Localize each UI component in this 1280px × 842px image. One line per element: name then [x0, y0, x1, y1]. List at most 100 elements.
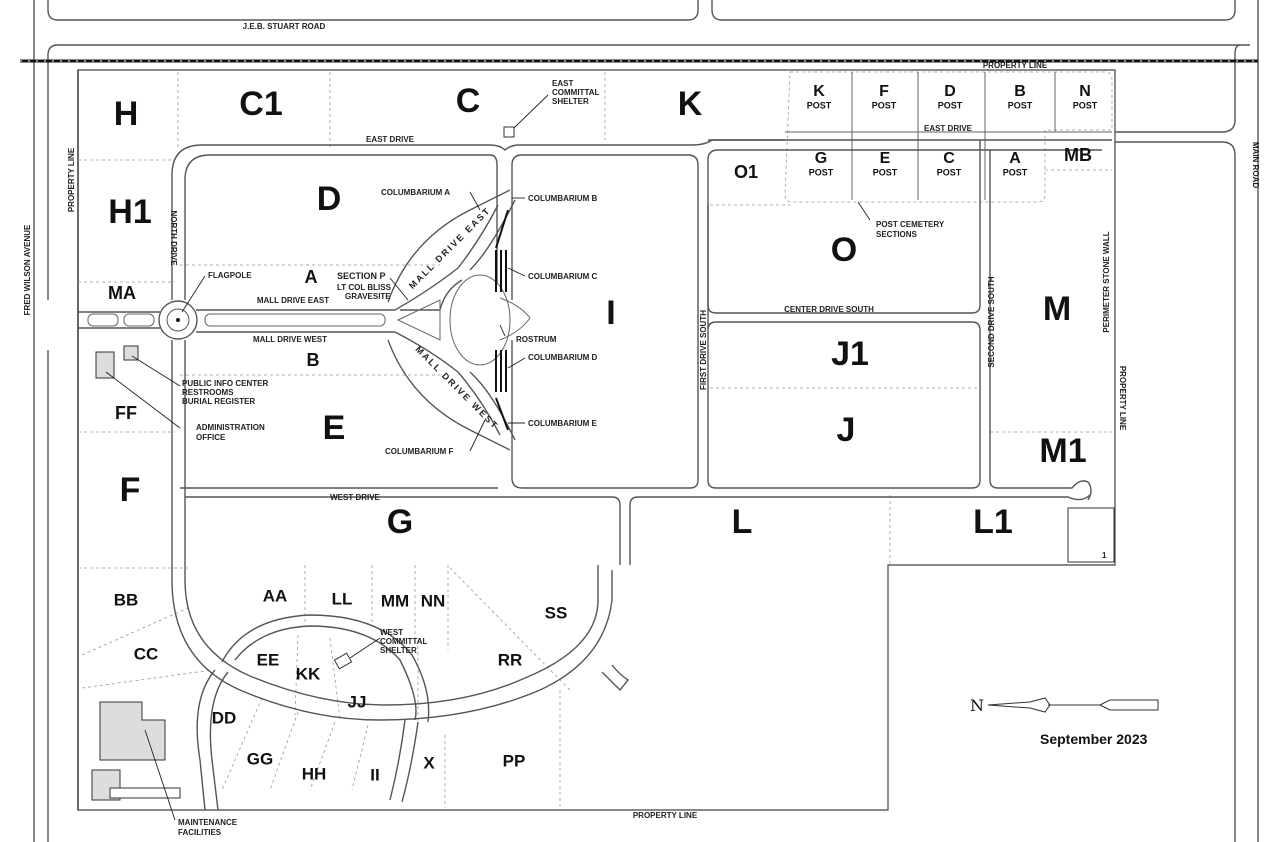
section-EE: EE — [257, 650, 280, 669]
section-C: C — [456, 82, 481, 120]
svg-text:POST: POST — [807, 100, 832, 110]
property-line-top: PROPERTY LINE — [983, 61, 1048, 70]
post-E: E — [880, 150, 891, 167]
section-PP: PP — [503, 751, 526, 770]
section-JJ: JJ — [348, 692, 367, 711]
section-E: E — [323, 409, 346, 447]
post-G: G — [815, 150, 827, 167]
second-drive-south-label: SECOND DRIVE SOUTH — [987, 276, 996, 367]
svg-text:SHELTER: SHELTER — [380, 646, 417, 655]
section-J1: J1 — [831, 335, 869, 373]
post-F: F — [879, 83, 889, 100]
section-B: B — [307, 350, 320, 370]
fred-wilson-label: FRED WILSON AVENUE — [23, 224, 32, 315]
east-drive-label: EAST DRIVE — [366, 135, 415, 144]
svg-text:LT COL BLISS: LT COL BLISS — [337, 283, 392, 292]
section-dividers — [78, 72, 1112, 808]
rostrum-plaza — [449, 274, 511, 366]
post-K: K — [813, 83, 825, 100]
section-I: I — [606, 294, 615, 332]
section-H1: H1 — [108, 193, 151, 231]
public-info-label-1: PUBLIC INFO CENTER — [182, 379, 268, 388]
section-D: D — [317, 180, 342, 218]
section-p-label-1: SECTION P — [337, 271, 386, 281]
svg-text:POST: POST — [873, 167, 898, 177]
section-L: L — [732, 503, 753, 541]
first-drive-south-label: FIRST DRIVE SOUTH — [699, 310, 708, 390]
east-shelter-label-1: EAST — [552, 79, 573, 88]
svg-text:SHELTER: SHELTER — [552, 97, 589, 106]
columbarium-b-label: COLUMBARIUM B — [528, 194, 598, 203]
svg-text:OFFICE: OFFICE — [196, 433, 226, 442]
columbarium-d-label: COLUMBARIUM D — [528, 353, 598, 362]
section-F: F — [120, 471, 141, 509]
annotations: EAST COMMITTAL SHELTER COLUMBARIUM A COL… — [178, 79, 945, 837]
svg-text:FACILITIES: FACILITIES — [178, 828, 222, 837]
columbarium-f-label: COLUMBARIUM F — [385, 447, 454, 456]
svg-text:BURIAL REGISTER: BURIAL REGISTER — [182, 397, 255, 406]
post-N: N — [1079, 83, 1091, 100]
section-AA: AA — [263, 586, 288, 605]
section-M: M — [1043, 290, 1071, 328]
svg-text:POST: POST — [809, 167, 834, 177]
columbarium-e-label: COLUMBARIUM E — [528, 419, 598, 428]
maintenance-label-1: MAINTENANCE — [178, 818, 238, 827]
west-shelter-label-1: WEST — [380, 628, 403, 637]
section-SS: SS — [545, 603, 568, 622]
mall-drive-east-label: MALL DRIVE EAST — [257, 296, 329, 305]
center-drive-south-label: CENTER DRIVE SOUTH — [784, 305, 874, 314]
section-labels: H C1 C K H1 D A MA B E FF F I O1 O J1 J … — [108, 82, 1092, 785]
svg-text:POST: POST — [1073, 100, 1098, 110]
section-L1: L1 — [973, 503, 1013, 541]
section-DD: DD — [212, 708, 237, 727]
svg-text:GRAVESITE: GRAVESITE — [345, 292, 391, 301]
property-line-east: PROPERTY LINE — [1118, 366, 1127, 431]
section-G: G — [387, 503, 413, 541]
section-KK: KK — [296, 664, 321, 683]
jeb-stuart-road-edge — [47, 0, 699, 21]
section-A: A — [305, 267, 318, 287]
section-GG: GG — [247, 749, 273, 768]
west-shelter-building — [333, 652, 353, 670]
section-X: X — [423, 753, 435, 772]
admin-building — [95, 351, 115, 379]
post-A: A — [1009, 150, 1021, 167]
svg-text:RESTROOMS: RESTROOMS — [182, 388, 234, 397]
date-label: September 2023 — [1040, 731, 1148, 747]
svg-text:POST: POST — [1003, 167, 1028, 177]
label-leaders — [105, 94, 871, 821]
svg-text:SECTIONS: SECTIONS — [876, 230, 918, 239]
north-arrow-icon — [987, 697, 1051, 713]
svg-text:POST: POST — [872, 100, 897, 110]
admin-office-label-1: ADMINISTRATION — [196, 423, 265, 432]
main-road-north-edge — [1115, 44, 1241, 133]
columbarium-bars — [495, 209, 509, 431]
north-drive-label: NORTH DRIVE — [169, 210, 178, 266]
section-H: H — [114, 95, 139, 133]
post-D: D — [944, 83, 956, 100]
section-FF: FF — [115, 403, 137, 423]
section-RR: RR — [498, 650, 523, 669]
section-K: K — [678, 85, 703, 123]
east-drive-label-post: EAST DRIVE — [924, 124, 973, 133]
fred-wilson-edge-inner-north — [47, 44, 59, 300]
post-cemetery-label-1: POST CEMETERY — [876, 220, 945, 229]
section-MM: MM — [381, 591, 409, 610]
post-dividers — [785, 72, 1112, 200]
section-MA: MA — [108, 283, 136, 303]
section-C1: C1 — [239, 85, 282, 123]
perimeter-wall-label: PERIMETER STONE WALL — [1102, 231, 1111, 332]
west-drive-label: WEST DRIVE — [330, 493, 380, 502]
post-C: C — [943, 150, 955, 167]
columbarium-a-label: COLUMBARIUM A — [381, 188, 450, 197]
svg-text:COMMITTAL: COMMITTAL — [380, 637, 428, 646]
section-CC: CC — [134, 644, 159, 663]
section-II: II — [370, 765, 379, 784]
section-M1: M1 — [1039, 432, 1086, 470]
mall-drive-west-label: MALL DRIVE WEST — [253, 335, 327, 344]
section-BB: BB — [114, 590, 139, 609]
east-shelter-building — [503, 126, 515, 138]
post-B: B — [1014, 83, 1026, 100]
section-MB: MB — [1064, 145, 1092, 165]
main-road-inner-edge — [1115, 141, 1236, 842]
